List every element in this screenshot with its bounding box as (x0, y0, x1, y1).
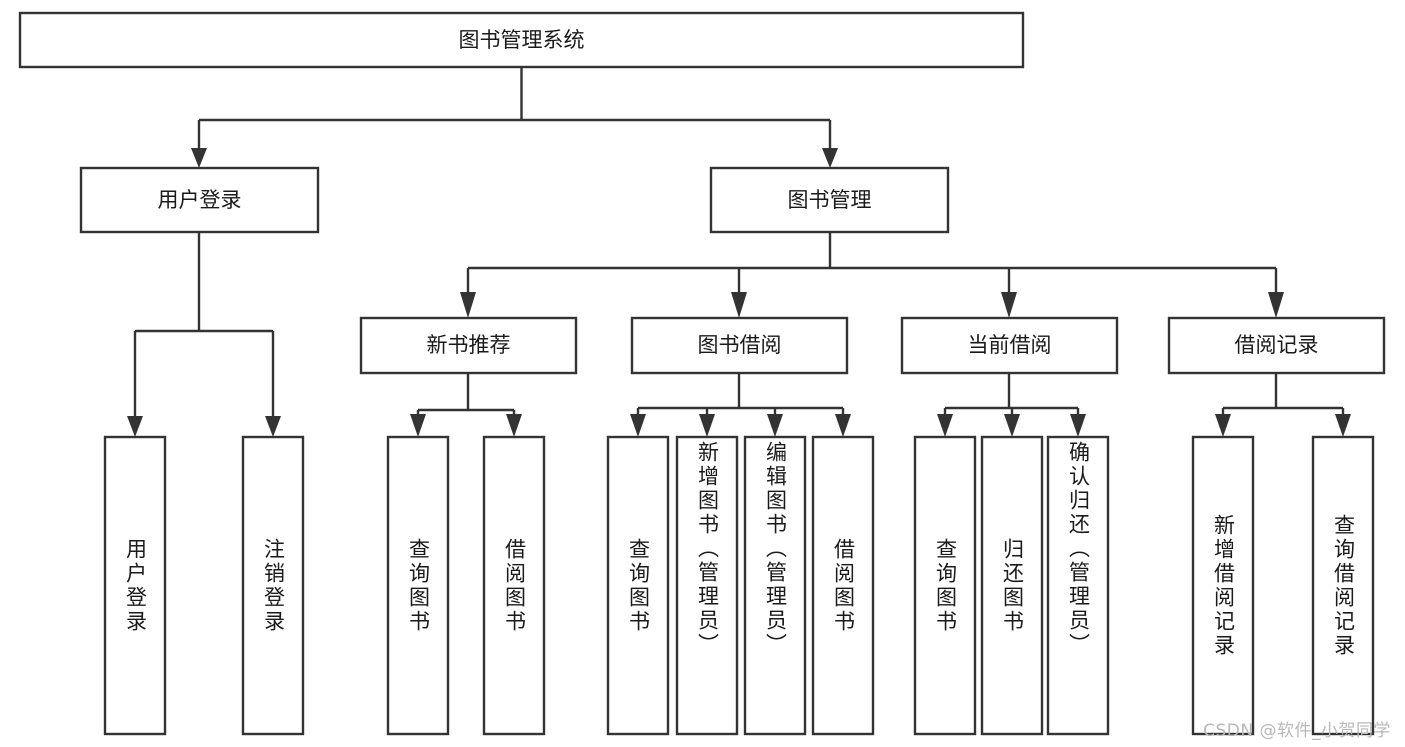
node-book-borrow-box[interactable] (630, 316, 849, 375)
leaf-box-return-book[interactable] (980, 435, 1044, 736)
leaf-box-user-login[interactable] (103, 435, 167, 736)
arrow-bb-leaf-1 (630, 414, 646, 437)
node-user-login-label: 用户登录 (158, 188, 242, 212)
arrow-to-leaf-user-login (127, 416, 143, 437)
arrow-root-to-book-mgmt (822, 148, 838, 168)
node-book-management-label: 图书管理 (788, 188, 872, 212)
node-book-borrow[interactable]: 图书借阅 (630, 316, 849, 375)
node-root-system-box[interactable] (18, 11, 1025, 69)
node-current-borrow-box[interactable] (900, 316, 1119, 375)
node-user-login[interactable]: 用户登录 (79, 166, 320, 234)
node-borrow-record-box[interactable] (1167, 316, 1386, 375)
arrow-to-current-borrow (1001, 292, 1017, 318)
arrow-bb-leaf-3 (767, 414, 783, 437)
arrow-bb-leaf-4 (835, 414, 851, 437)
leaf-box-add-book-admin[interactable] (675, 435, 739, 736)
node-book-management-box[interactable] (709, 166, 950, 234)
arrow-to-book-borrow (731, 292, 747, 318)
node-borrow-record-label: 借阅记录 (1235, 333, 1319, 357)
csdn-watermark: CSDN @软件_小贺同学 (1203, 721, 1391, 741)
leaf-box-borrow-book-nbr[interactable] (482, 435, 546, 736)
node-borrow-record[interactable]: 借阅记录 (1167, 316, 1386, 375)
connector-group (127, 67, 1351, 437)
node-book-management[interactable]: 图书管理 (709, 166, 950, 234)
node-new-book-recommend-box[interactable] (359, 316, 578, 375)
arrow-to-new-book-rec (460, 292, 476, 318)
node-current-borrow[interactable]: 当前借阅 (900, 316, 1119, 375)
node-root-system[interactable]: 图书管理系统 (18, 11, 1025, 69)
leaf-box-borrow-book-bb[interactable] (811, 435, 875, 736)
node-user-login-box[interactable] (79, 166, 320, 234)
arrow-cb-leaf-1 (937, 414, 953, 437)
node-root-system-label: 图书管理系统 (459, 28, 585, 52)
arrow-br-leaf-1 (1215, 414, 1231, 437)
node-current-borrow-label: 当前借阅 (968, 333, 1052, 357)
leaf-box-edit-book-admin[interactable] (743, 435, 807, 736)
leaf-box-query-book-bb[interactable] (606, 435, 670, 736)
arrow-nbr-leaf-2 (506, 414, 522, 437)
arrow-root-to-user-login (191, 148, 207, 168)
node-book-borrow-label: 图书借阅 (698, 333, 782, 357)
arrow-nbr-leaf-1 (410, 414, 426, 437)
leaf-box-logout[interactable] (241, 435, 305, 736)
leaf-box-query-book-cb[interactable] (913, 435, 977, 736)
arrow-bb-leaf-2 (699, 414, 715, 437)
leaf-box-query-borrow-record[interactable] (1311, 435, 1375, 736)
node-new-book-recommend[interactable]: 新书推荐 (359, 316, 578, 375)
arrow-br-leaf-2 (1335, 414, 1351, 437)
leaf-box-add-borrow-record[interactable] (1191, 435, 1255, 736)
leaf-box-query-book-nbr[interactable] (386, 435, 450, 736)
arrow-to-leaf-logout (265, 416, 281, 437)
node-new-book-recommend-label: 新书推荐 (427, 333, 511, 357)
arrow-cb-leaf-2 (1004, 414, 1020, 437)
leaf-box-confirm-return-admin[interactable] (1046, 435, 1110, 736)
arrow-to-borrow-record (1268, 292, 1284, 318)
arrow-cb-leaf-3 (1070, 414, 1086, 437)
